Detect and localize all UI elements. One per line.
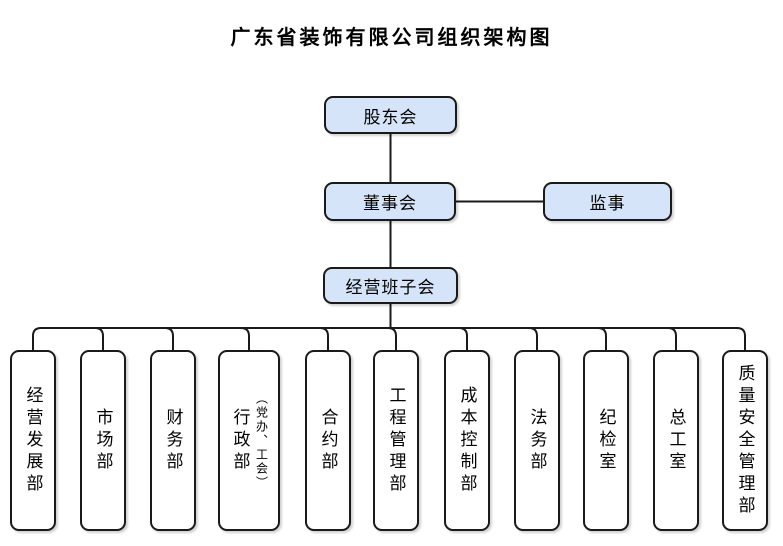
dept-label: 财务部 <box>163 407 183 474</box>
node-supervisor: 监事 <box>543 182 672 221</box>
dept-box: 行政部 （党办、工会） <box>218 350 280 531</box>
dept-annotation: （党办、工会） <box>254 391 269 490</box>
connector-trunk <box>32 327 746 351</box>
dept-box: 质量安全管理部 <box>722 350 768 531</box>
dept-box: 经营发展部 <box>10 350 56 531</box>
dept-box: 总工室 <box>653 350 699 531</box>
dept-box: 纪检室 <box>583 350 629 531</box>
node-management-label: 经营班子会 <box>345 278 436 297</box>
dept-label: 纪检室 <box>596 407 616 474</box>
node-board-label: 董事会 <box>363 194 417 213</box>
dept-label: 行政部 <box>230 407 250 474</box>
node-board: 董事会 <box>324 182 456 221</box>
dept-box: 工程管理部 <box>373 350 419 531</box>
dept-label: 经营发展部 <box>23 385 43 496</box>
connector-drop <box>164 327 174 351</box>
connector-drop <box>319 327 329 351</box>
connector-drop <box>528 327 538 351</box>
dept-box: 法务部 <box>514 350 560 531</box>
dept-box: 市场部 <box>80 350 126 531</box>
connector-drop <box>94 327 104 351</box>
dept-box: 合约部 <box>305 350 351 531</box>
node-management: 经营班子会 <box>323 267 458 304</box>
node-shareholders-label: 股东会 <box>363 107 418 127</box>
dept-label: 法务部 <box>527 407 547 474</box>
dept-label: 质量安全管理部 <box>735 363 755 518</box>
dept-label: 市场部 <box>93 407 113 474</box>
dept-label: 总工室 <box>666 407 686 474</box>
connector-drop <box>597 327 607 351</box>
dept-box: 成本控制部 <box>444 350 490 531</box>
dept-label: 成本控制部 <box>457 385 477 496</box>
node-supervisor-label: 监事 <box>589 194 626 213</box>
connector-drop <box>240 327 250 351</box>
dept-box: 财务部 <box>150 350 196 531</box>
connector-drop <box>387 327 397 351</box>
connector-drop <box>667 327 677 351</box>
departments-row: 经营发展部 市场部 财务部 行政部 （党办、工会） 合约部 工程管理部 成本控制… <box>0 350 783 531</box>
chart-title: 广东省装饰有限公司组织架构图 <box>230 27 553 49</box>
dept-label: 工程管理部 <box>386 385 406 496</box>
connector-drop <box>458 327 468 351</box>
dept-label: 合约部 <box>318 407 338 474</box>
node-shareholders: 股东会 <box>324 96 457 134</box>
